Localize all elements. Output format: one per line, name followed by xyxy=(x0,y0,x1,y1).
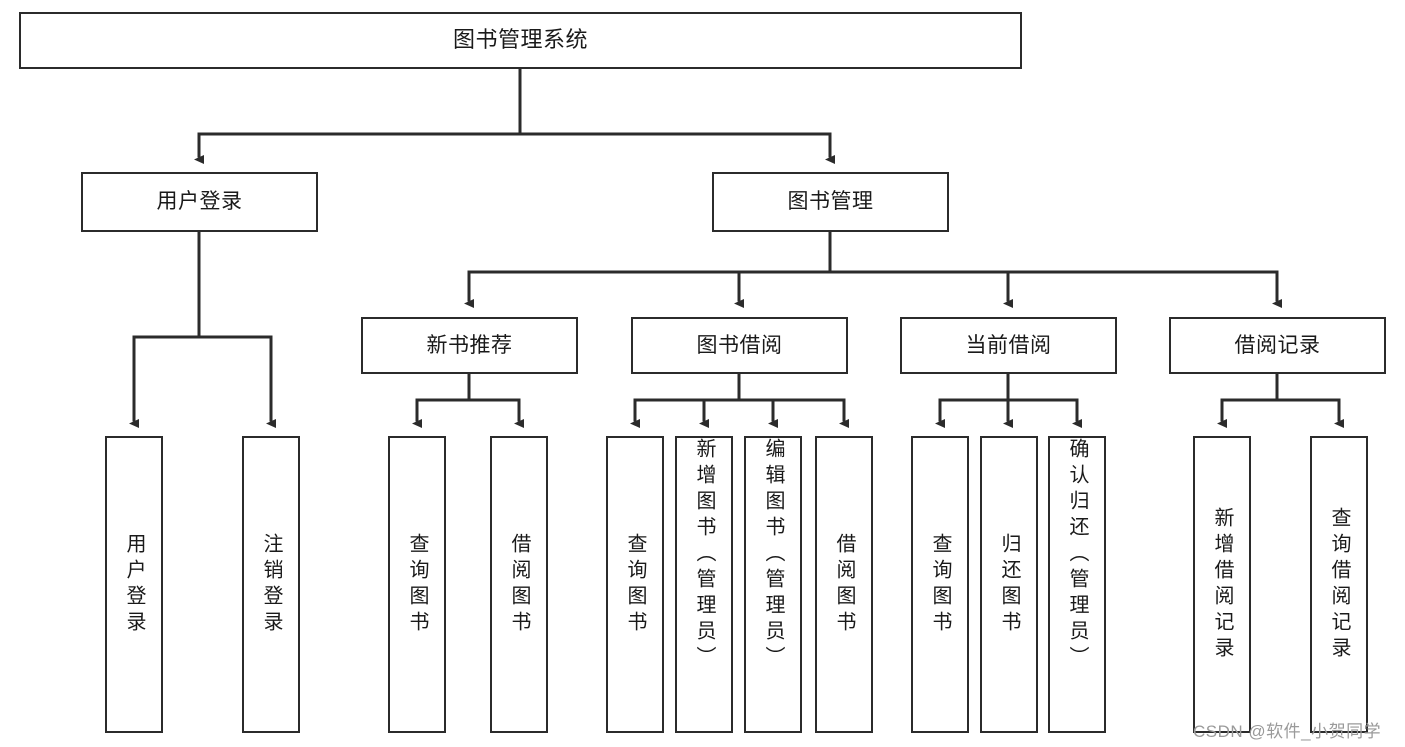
node-leaf-query-book-2-label: 查询图书 xyxy=(624,532,646,637)
node-leaf-logout[interactable]: 注销登录 xyxy=(242,436,300,733)
node-leaf-confirm-return-label: 确认归还（管理员） xyxy=(1066,438,1088,672)
node-root[interactable]: 图书管理系统 xyxy=(19,12,1022,69)
node-new-book-recommend[interactable]: 新书推荐 xyxy=(361,317,578,374)
node-borrow-record[interactable]: 借阅记录 xyxy=(1169,317,1386,374)
node-leaf-borrow-book-1[interactable]: 借阅图书 xyxy=(490,436,548,733)
node-book-management-label: 图书管理 xyxy=(787,190,874,214)
node-leaf-query-book-1[interactable]: 查询图书 xyxy=(388,436,446,733)
node-root-label: 图书管理系统 xyxy=(452,27,588,53)
node-user-login[interactable]: 用户登录 xyxy=(81,172,318,232)
node-leaf-add-book-label: 新增图书（管理员） xyxy=(693,438,715,672)
node-current-borrow[interactable]: 当前借阅 xyxy=(900,317,1117,374)
node-leaf-query-book-2[interactable]: 查询图书 xyxy=(606,436,664,733)
node-leaf-edit-book-label: 编辑图书（管理员） xyxy=(762,438,784,672)
node-book-borrow[interactable]: 图书借阅 xyxy=(631,317,848,374)
node-leaf-borrow-book-1-label: 借阅图书 xyxy=(508,532,530,637)
node-new-book-recommend-label: 新书推荐 xyxy=(426,333,513,357)
node-leaf-borrow-book-2-label: 借阅图书 xyxy=(833,532,855,637)
node-borrow-record-label: 借阅记录 xyxy=(1234,333,1321,357)
node-leaf-logout-label: 注销登录 xyxy=(260,532,282,637)
node-leaf-return-book-label: 归还图书 xyxy=(998,532,1020,637)
node-book-borrow-label: 图书借阅 xyxy=(696,333,783,357)
node-leaf-query-record[interactable]: 查询借阅记录 xyxy=(1310,436,1368,733)
node-leaf-edit-book[interactable]: 编辑图书（管理员） xyxy=(744,436,802,733)
node-leaf-user-login-label: 用户登录 xyxy=(123,532,145,637)
node-leaf-add-record-label: 新增借阅记录 xyxy=(1211,506,1233,663)
node-leaf-add-book[interactable]: 新增图书（管理员） xyxy=(675,436,733,733)
node-book-management[interactable]: 图书管理 xyxy=(712,172,949,232)
node-leaf-query-book-1-label: 查询图书 xyxy=(406,532,428,637)
node-leaf-query-book-3[interactable]: 查询图书 xyxy=(911,436,969,733)
node-leaf-return-book[interactable]: 归还图书 xyxy=(980,436,1038,733)
node-leaf-user-login[interactable]: 用户登录 xyxy=(105,436,163,733)
node-leaf-add-record[interactable]: 新增借阅记录 xyxy=(1193,436,1251,733)
node-leaf-query-record-label: 查询借阅记录 xyxy=(1328,506,1350,663)
node-leaf-confirm-return[interactable]: 确认归还（管理员） xyxy=(1048,436,1106,733)
node-leaf-borrow-book-2[interactable]: 借阅图书 xyxy=(815,436,873,733)
watermark-text: CSDN @软件_小贺同学 xyxy=(1193,722,1382,741)
node-user-login-label: 用户登录 xyxy=(156,190,243,214)
node-current-borrow-label: 当前借阅 xyxy=(965,333,1052,357)
node-leaf-query-book-3-label: 查询图书 xyxy=(929,532,951,637)
